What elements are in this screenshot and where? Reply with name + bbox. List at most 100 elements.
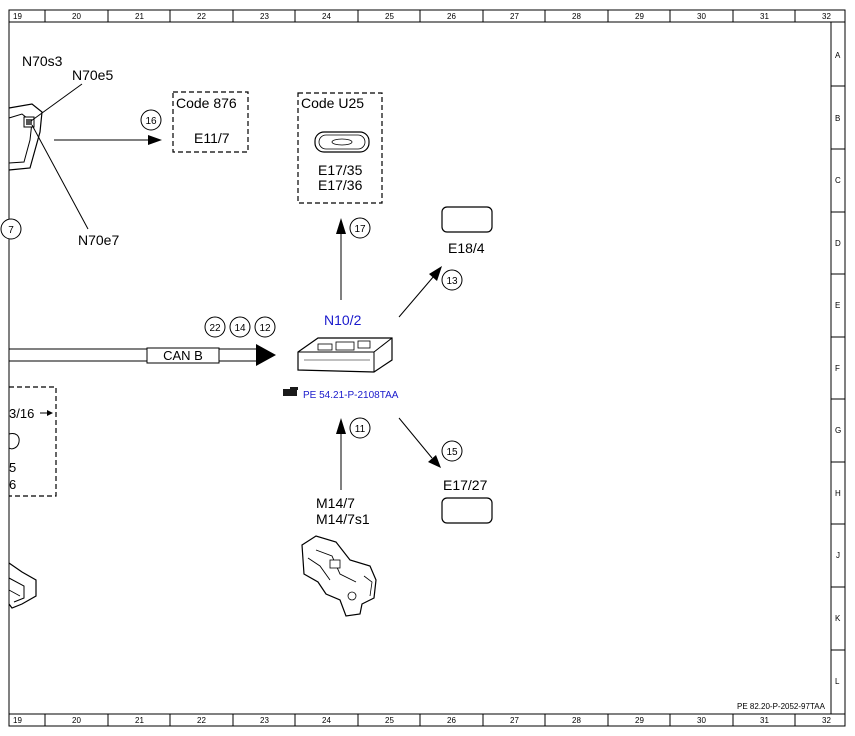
col-label: 30 [697, 12, 706, 21]
callout-22: 22 [209, 323, 221, 334]
arrow-head [336, 218, 346, 234]
col-label: 26 [447, 716, 456, 725]
arrow-head [428, 455, 441, 468]
callout-circle [349, 217, 371, 239]
partial-6-label: 6 [9, 477, 16, 492]
row-label: E [835, 301, 840, 310]
col-label: 23 [260, 12, 269, 21]
arrow-head [336, 418, 346, 434]
row-label: D [835, 239, 841, 248]
callout-circle [441, 440, 463, 462]
col-label: 21 [135, 12, 144, 21]
row-label: B [835, 114, 840, 123]
col-label: 24 [322, 716, 331, 725]
col-label: 20 [72, 716, 81, 725]
callout-circle [254, 316, 276, 338]
callout-circle [229, 316, 251, 338]
col-label: 19 [13, 716, 22, 725]
partial-component-illustration [8, 562, 37, 609]
col-label: 29 [635, 716, 644, 725]
row-label: A [835, 51, 841, 60]
top-ruler: 19 20 21 22 23 24 25 26 27 28 29 30 31 3… [9, 10, 845, 23]
callout-12: 12 [259, 323, 271, 334]
row-label: L [835, 677, 840, 686]
callout-17: 17 [354, 224, 366, 235]
n70e5-leader [30, 83, 83, 122]
code876-label: Code 876 [176, 95, 237, 111]
n70e7-leader [31, 124, 89, 230]
diagram-frame [8, 9, 846, 727]
m14-7-latch-illustration [301, 535, 377, 617]
row-label: C [835, 176, 841, 185]
n10-2-label: N10/2 [324, 312, 362, 328]
col-label: 21 [135, 716, 144, 725]
arrow-head [148, 135, 162, 145]
codeU25-label: Code U25 [301, 95, 364, 111]
col-label: 23 [260, 716, 269, 725]
n70e7-label: N70e7 [78, 232, 119, 248]
code876-box [172, 91, 249, 153]
footer-reference: PE 82.20-P-2052-97TAA [737, 702, 826, 711]
codeU25-box [297, 92, 383, 204]
col-label: 32 [822, 716, 831, 725]
can-b-label: CAN B [163, 348, 203, 363]
e11-7-label: E11/7 [194, 130, 230, 146]
n70e5-label: N70e5 [72, 67, 113, 83]
col-label: 24 [322, 12, 331, 21]
col-label: 29 [635, 12, 644, 21]
lamp-icon [314, 131, 370, 153]
hand-pointer-icon [283, 387, 298, 396]
row-label: K [835, 614, 841, 623]
col-label: 20 [72, 12, 81, 21]
e17-36-label: E17/36 [318, 177, 363, 193]
callout-circle [349, 417, 371, 439]
arrow-to-e17-27 [398, 417, 433, 459]
callout-circle [0, 218, 22, 240]
n70-component-illustration [8, 103, 43, 171]
col-label: 27 [510, 716, 519, 725]
callout-circle [204, 316, 226, 338]
e18-4-lamp [441, 206, 493, 233]
col-label: 30 [697, 716, 706, 725]
can-b-arrow-head [256, 344, 276, 366]
callout-circle [441, 269, 463, 291]
bottom-ruler: 19 20 21 22 23 24 25 26 27 28 29 30 31 3… [9, 713, 845, 726]
e17-35-label: E17/35 [318, 162, 363, 178]
arrow-to-e18-4 [398, 275, 435, 318]
row-label: J [836, 551, 840, 560]
pe-reference-link[interactable]: PE 54.21-P-2108TAA [303, 390, 399, 401]
m14-7s1-label: M14/7s1 [316, 511, 370, 527]
callout-circle [140, 109, 162, 131]
col-label: 28 [572, 12, 581, 21]
partial-ref-label: 3/16 [9, 406, 34, 421]
partial-5-label: 5 [9, 460, 16, 475]
n70s3-label: N70s3 [22, 53, 63, 69]
col-label: 32 [822, 12, 831, 21]
col-label: 19 [13, 12, 22, 21]
m14-7-label: M14/7 [316, 495, 355, 511]
partial-lamp-icon [8, 433, 20, 450]
callout-14: 14 [234, 323, 246, 334]
col-label: 31 [760, 716, 769, 725]
can-b-box [146, 347, 220, 364]
callout-16: 16 [145, 116, 157, 127]
e17-27-label: E17/27 [443, 477, 488, 493]
right-ruler: A B C D E F G H J K L [830, 22, 845, 714]
col-label: 28 [572, 716, 581, 725]
callout-7: 7 [8, 225, 14, 236]
col-label: 26 [447, 12, 456, 21]
row-label: G [835, 426, 841, 435]
col-label: 22 [197, 716, 206, 725]
arrow-head [429, 266, 442, 281]
row-label: H [835, 489, 841, 498]
col-label: 31 [760, 12, 769, 21]
col-label: 25 [385, 12, 394, 21]
e17-27-lamp [441, 497, 493, 524]
partial-dashed-box [9, 386, 57, 497]
e18-4-label: E18/4 [448, 240, 485, 256]
col-label: 27 [510, 12, 519, 21]
arrow-head [47, 410, 53, 416]
callout-11: 11 [355, 424, 366, 435]
row-label: F [835, 364, 840, 373]
